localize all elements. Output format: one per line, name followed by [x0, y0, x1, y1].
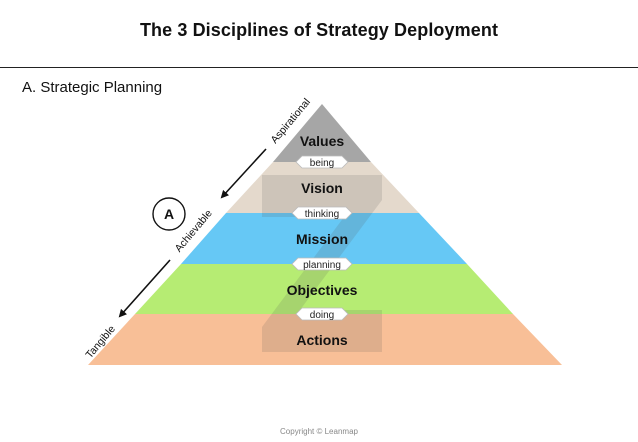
title-divider [0, 67, 638, 68]
tier-label-mission: Mission [296, 231, 348, 247]
svg-text:thinking: thinking [305, 209, 339, 220]
svg-text:being: being [310, 158, 334, 169]
svg-text:doing: doing [310, 310, 334, 321]
connector-doing: doing [295, 307, 349, 321]
page-title: The 3 Disciplines of Strategy Deployment [139, 20, 499, 40]
badge-a: A [152, 197, 186, 231]
tier-objectives [135, 264, 513, 314]
connector-being: being [295, 155, 349, 169]
copyright-notice: Copyright © Leanmap [280, 427, 358, 436]
tier-values [273, 104, 371, 162]
tier-label-values: Values [300, 133, 345, 149]
connector-thinking: thinking [291, 206, 353, 220]
tier-label-actions: Actions [296, 332, 348, 348]
tier-label-vision: Vision [301, 180, 343, 196]
svg-text:planning: planning [303, 260, 341, 271]
tier-mission [181, 213, 467, 264]
svg-text:A: A [164, 206, 174, 222]
connector-planning: planning [291, 257, 353, 271]
tier-vision [226, 162, 419, 213]
arrow-achievable-to-tangible [118, 259, 171, 318]
tier-actions [88, 314, 562, 365]
arrow-aspirational-to-achievable [220, 148, 267, 199]
tier-label-objectives: Objectives [287, 282, 358, 298]
section-heading: A. Strategic Planning [22, 79, 163, 96]
